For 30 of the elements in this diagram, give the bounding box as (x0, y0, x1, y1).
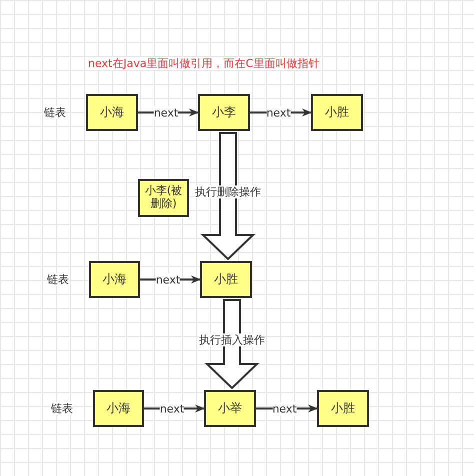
edge-label: next (266, 106, 291, 120)
block-arrow (200, 132, 256, 260)
node-label: 小举 (218, 402, 242, 416)
list-node-box (93, 390, 144, 427)
node-label: 小李(被删除) (144, 185, 184, 211)
list-node-box (138, 179, 189, 217)
row-label: 链表 (51, 402, 73, 416)
row-label: 链表 (47, 273, 69, 286)
node-label: 小李 (212, 106, 236, 120)
list-node-box (198, 94, 250, 131)
node-label: 小海 (100, 106, 124, 120)
node-label: 小海 (102, 272, 126, 286)
node-label: 小胜 (331, 402, 355, 416)
node-label: 小胜 (325, 106, 349, 120)
edge-label: next (272, 402, 297, 416)
node-label: 小胜 (214, 272, 238, 286)
edge-label: next (154, 106, 178, 120)
list-node-box (317, 390, 369, 427)
list-node-box (311, 94, 363, 131)
list-node-box (89, 261, 140, 298)
note-text: next在Java里面叫做引用，而在C里面叫做指针 (88, 57, 320, 70)
edge-label: 执行删除操作 (195, 185, 261, 199)
row-label: 链表 (44, 106, 66, 120)
edge-label: next (160, 402, 184, 416)
node-label: 小海 (106, 402, 130, 416)
list-node-box (200, 261, 252, 298)
list-node-box (86, 94, 138, 131)
edge-label: next (156, 272, 180, 286)
edge-label: 执行插入操作 (199, 333, 265, 347)
list-node-box (204, 390, 256, 427)
